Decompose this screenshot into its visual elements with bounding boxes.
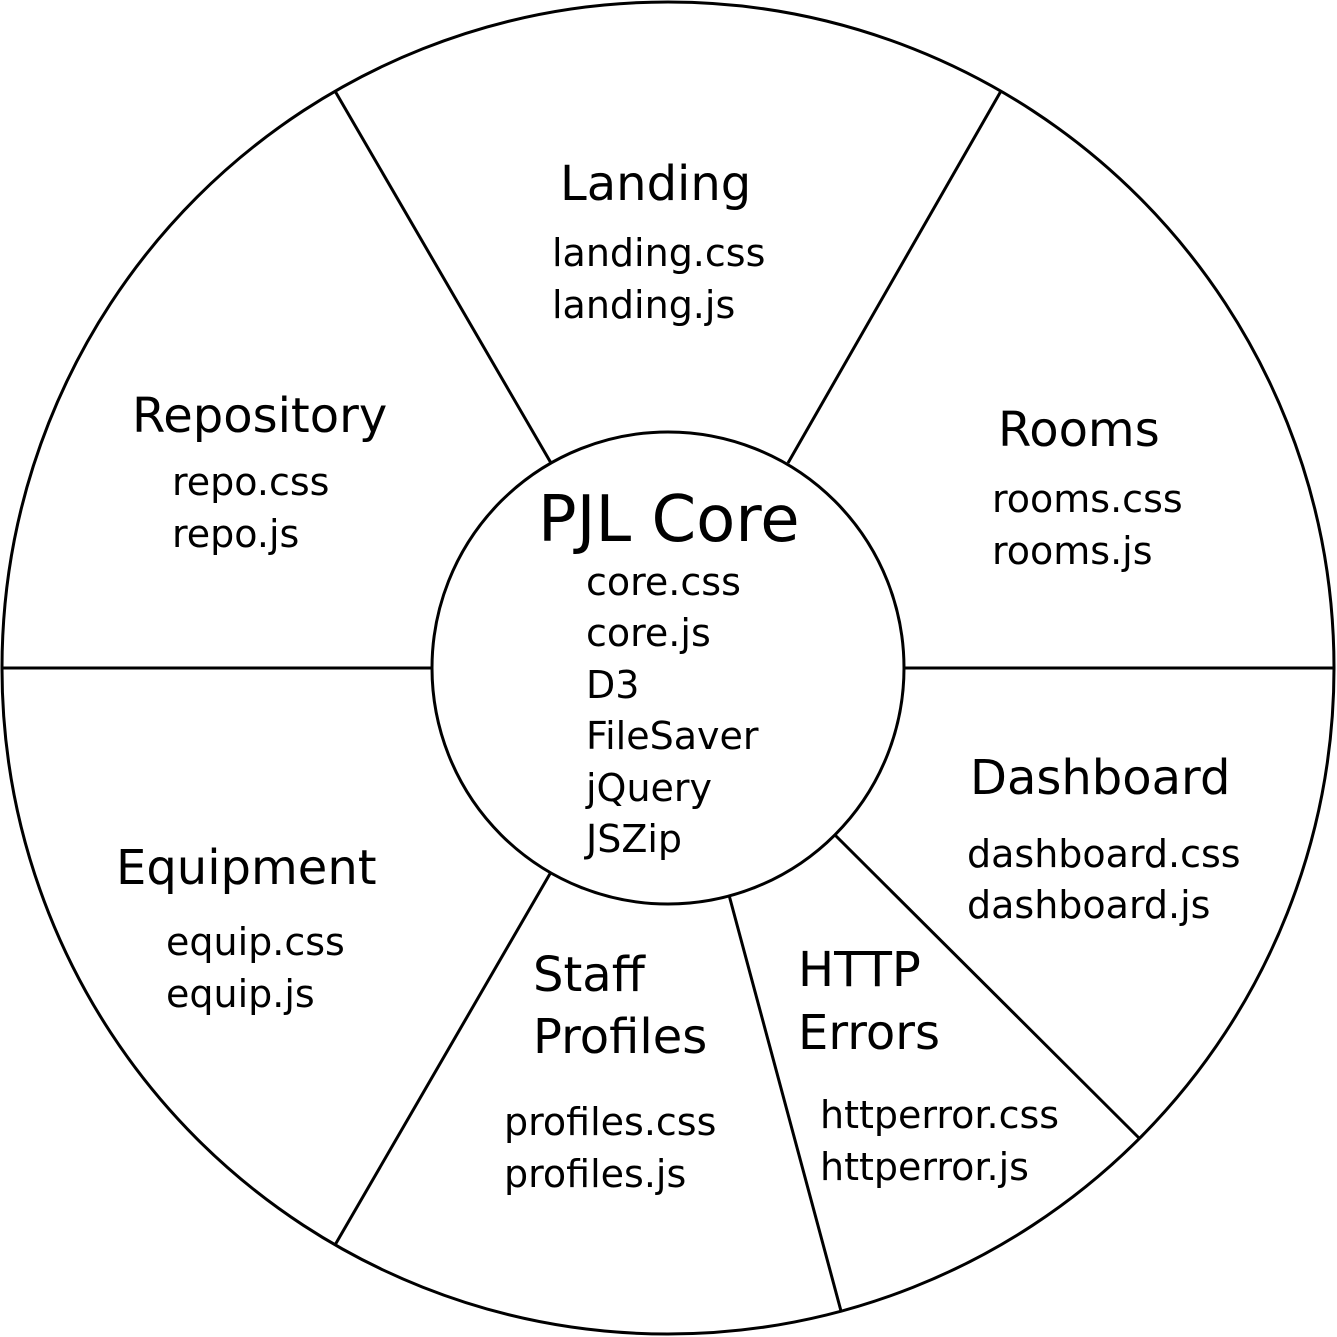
core-file: JSZip (584, 817, 682, 861)
core-file: core.js (586, 611, 711, 655)
segment-title-repository: Repository (132, 388, 387, 444)
core-file: FileSaver (586, 714, 759, 758)
segment-file-dashboard: dashboard.js (967, 883, 1210, 927)
segment-title-staff-profiles: Profiles (533, 1009, 707, 1065)
segment-file-http-errors: httperror.css (820, 1093, 1059, 1137)
segment-file-landing: landing.css (552, 231, 765, 275)
segment-file-staff-profiles: profiles.js (504, 1152, 686, 1196)
segment-file-staff-profiles: profiles.css (504, 1100, 716, 1144)
segment-title-staff-profiles: Staff (533, 947, 646, 1003)
divider-http-errors-staff-profiles (727, 894, 843, 1312)
segment-title-http-errors: Errors (798, 1005, 940, 1061)
segment-title-http-errors: HTTP (798, 942, 921, 998)
divider-landing-rooms (786, 90, 1003, 464)
core-file: jQuery (585, 766, 712, 810)
core-circle (430, 430, 906, 906)
core-file: D3 (586, 663, 639, 707)
divider-landing-repository (333, 90, 553, 464)
segment-file-equipment: equip.js (166, 972, 315, 1016)
segment-file-repository: repo.css (172, 460, 329, 504)
core-file: core.css (586, 560, 741, 604)
segment-file-landing: landing.js (552, 283, 735, 327)
segment-title-landing: Landing (560, 156, 751, 212)
divider-dashboard-http-errors (833, 833, 1142, 1141)
segment-file-repository: repo.js (172, 512, 299, 556)
segment-file-rooms: rooms.css (992, 477, 1183, 521)
segment-title-rooms: Rooms (998, 402, 1160, 458)
segment-file-rooms: rooms.js (992, 529, 1153, 573)
core-title: PJL Core (538, 483, 800, 557)
divider-staff-profiles-equipment (333, 871, 553, 1246)
segment-title-equipment: Equipment (116, 840, 377, 896)
segment-file-dashboard: dashboard.css (967, 832, 1241, 876)
segment-file-http-errors: httperror.js (820, 1145, 1029, 1189)
segment-title-dashboard: Dashboard (970, 750, 1230, 806)
segment-file-equipment: equip.css (166, 920, 345, 964)
